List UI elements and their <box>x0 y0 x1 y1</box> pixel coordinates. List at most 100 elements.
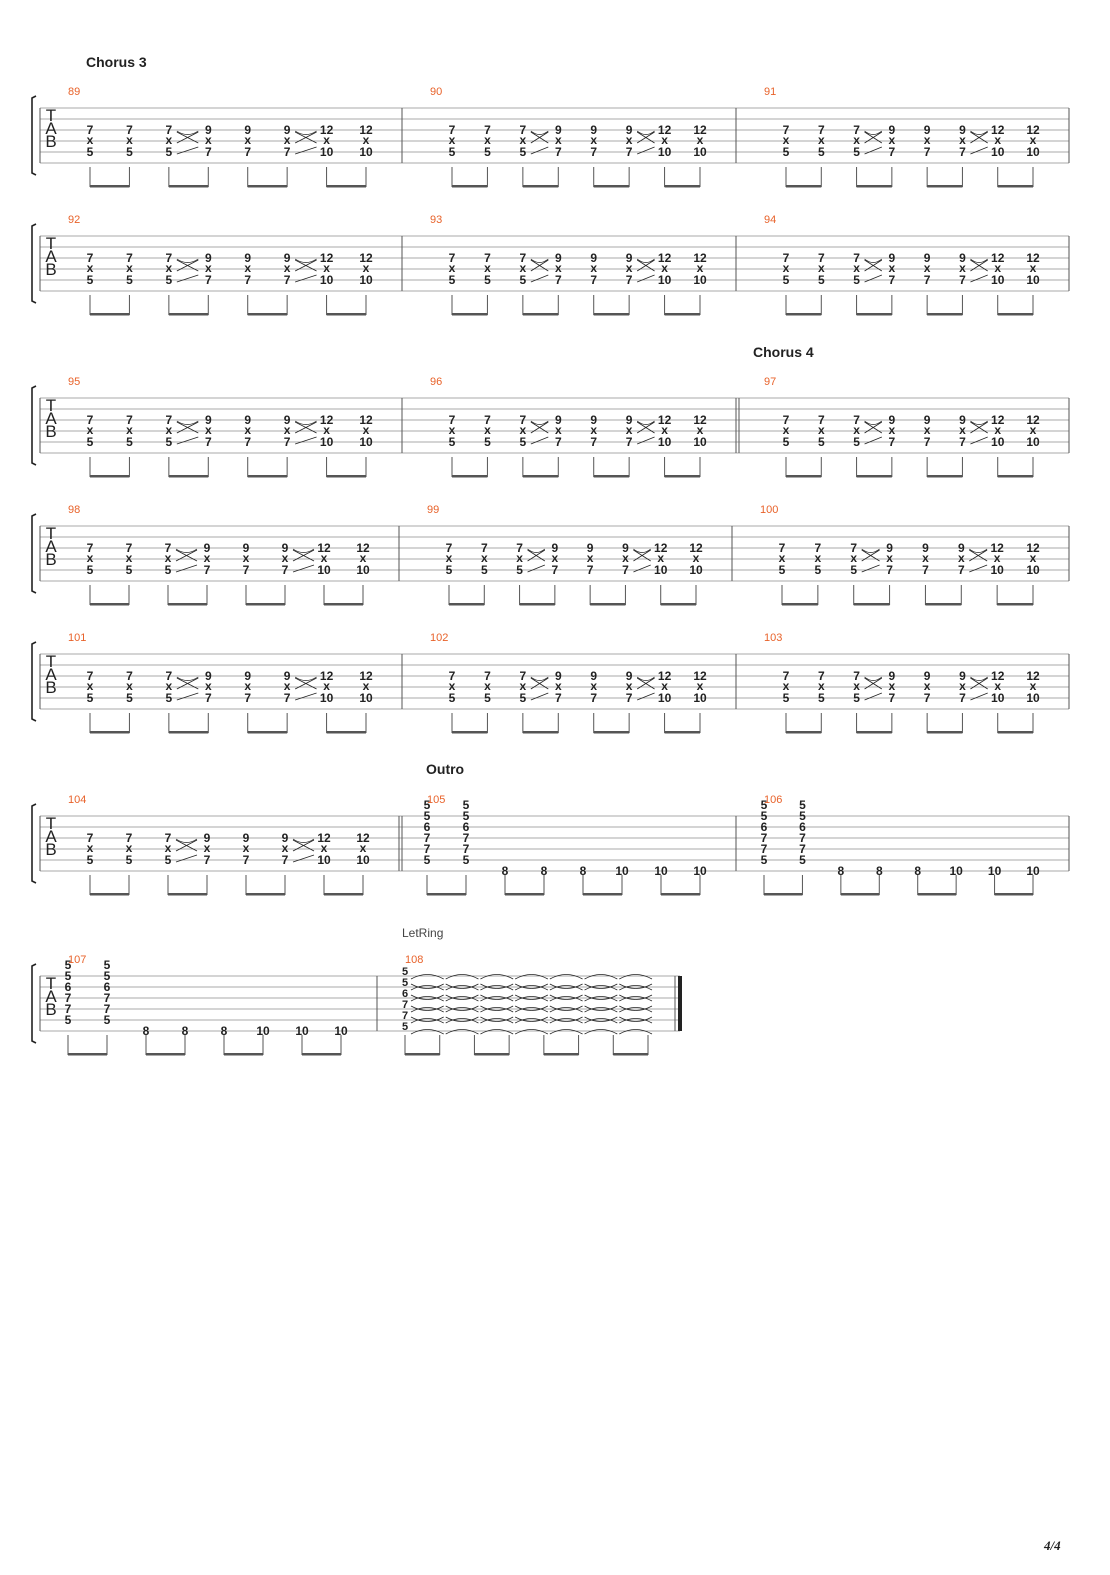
tab-dead-note: x <box>626 133 633 147</box>
note-beam <box>660 603 696 606</box>
tie-arc <box>549 985 583 991</box>
tab-fret-number: 5 <box>449 435 456 449</box>
slide-line <box>633 564 651 573</box>
tab-fret-number: 12 <box>359 669 373 683</box>
slide-line <box>970 274 988 283</box>
slide-line <box>176 692 199 701</box>
tab-fret-number: 7 <box>889 273 896 287</box>
note-beam <box>925 603 962 606</box>
note-beam <box>994 893 1033 896</box>
tab-fret-number: 7 <box>853 251 860 265</box>
tie-arc <box>619 996 653 1002</box>
tab-dead-note: x <box>661 423 668 437</box>
tab-fret-number: 9 <box>958 541 965 555</box>
tab-fret-number: 5 <box>761 853 768 867</box>
tab-fret-number: 9 <box>924 251 931 265</box>
tab-dead-note: x <box>87 841 94 855</box>
tie-arc <box>480 1029 514 1035</box>
tab-fret-number: 7 <box>446 541 453 555</box>
note-beam <box>90 313 130 316</box>
tab-fret-number: 12 <box>320 669 334 683</box>
note-beam <box>856 475 892 478</box>
tab-fret-number: 7 <box>779 541 786 555</box>
tab-fret-number: 5 <box>126 853 133 867</box>
tab-fret-number: 9 <box>284 251 291 265</box>
system-bracket <box>31 803 37 884</box>
tab-fret-number: 7 <box>126 123 133 137</box>
tab-dead-note: x <box>205 261 212 275</box>
slide-curve <box>530 420 549 425</box>
tab-fret-number: 7 <box>484 123 491 137</box>
slide-line <box>175 854 198 863</box>
note-beam <box>613 1053 648 1056</box>
tab-fret-number: 10 <box>658 145 672 159</box>
tab-fret-number: 9 <box>244 251 251 265</box>
slide-curve <box>970 130 988 135</box>
tab-fret-number: 10 <box>1026 563 1040 577</box>
measure-number: 105 <box>427 794 445 806</box>
tie-arc <box>410 1005 444 1011</box>
tab-fret-number: 10 <box>295 1024 309 1038</box>
tab-fret-number: 5 <box>818 145 825 159</box>
tab-fret-number: 7 <box>761 831 768 845</box>
tab-fret-number: 6 <box>424 820 431 834</box>
tab-fret-number: 9 <box>590 251 597 265</box>
section-label-chorus-3: Chorus 3 <box>86 54 147 70</box>
tab-fret-number: 5 <box>783 273 790 287</box>
slide-line <box>864 131 883 144</box>
tab-fret-number: 7 <box>959 273 966 287</box>
tab-fret-number: 7 <box>104 991 111 1005</box>
tab-fret-number: 7 <box>622 563 629 577</box>
tie-arc <box>410 985 444 991</box>
slide-line <box>175 549 198 562</box>
tab-dead-note: x <box>1030 261 1037 275</box>
note-beam <box>246 893 285 896</box>
tab-fret-number: 7 <box>959 145 966 159</box>
tab-fret-number: 7 <box>449 123 456 137</box>
tab-fret-number: 5 <box>104 969 111 983</box>
measure-number: 96 <box>430 376 442 388</box>
tab-fret-number: 9 <box>626 413 633 427</box>
tab-fret-number: 7 <box>284 691 291 705</box>
tab-fret-number: 10 <box>256 1024 270 1038</box>
note-beam <box>224 1053 263 1056</box>
tab-fret-number: 7 <box>853 413 860 427</box>
tab-dead-note: x <box>282 841 289 855</box>
tab-fret-number: 7 <box>850 541 857 555</box>
tie-arc <box>584 1016 618 1022</box>
tie-arc <box>410 996 444 1002</box>
note-beam <box>247 185 288 188</box>
tab-fret-number: 8 <box>914 864 921 878</box>
slide-line <box>295 146 317 155</box>
note-beam <box>427 893 466 896</box>
tab-fret-number: 9 <box>959 123 966 137</box>
tab-dead-note: x <box>205 133 212 147</box>
tab-fret-number: 7 <box>626 273 633 287</box>
note-beam <box>302 1053 341 1056</box>
note-beam <box>853 603 890 606</box>
tab-fret-number: 9 <box>587 541 594 555</box>
tab-fret-number: 5 <box>126 563 133 577</box>
tab-dead-note: x <box>697 679 704 693</box>
slide-line <box>295 692 317 701</box>
tab-fret-number: 10 <box>654 864 668 878</box>
tab-fret-number: 5 <box>87 853 94 867</box>
tie-arc <box>619 1005 653 1011</box>
tab-fret-number: 7 <box>484 669 491 683</box>
tab-fret-number: 5 <box>87 145 94 159</box>
measure-number: 106 <box>764 794 782 806</box>
system-bracket <box>31 963 37 1044</box>
tab-fret-number: 5 <box>166 145 173 159</box>
tie-arc <box>584 974 618 980</box>
tie-arc <box>514 994 549 1000</box>
tab-dead-note: x <box>850 551 857 565</box>
note-beam <box>522 731 559 734</box>
note-beam <box>856 313 892 316</box>
slide-line <box>294 421 317 434</box>
tab-fret-number: 7 <box>126 541 133 555</box>
tab-fret-number: 5 <box>126 435 133 449</box>
tab-fret-number: 6 <box>65 980 72 994</box>
tab-fret-number: 7 <box>244 273 251 287</box>
tab-dead-note: x <box>205 423 212 437</box>
